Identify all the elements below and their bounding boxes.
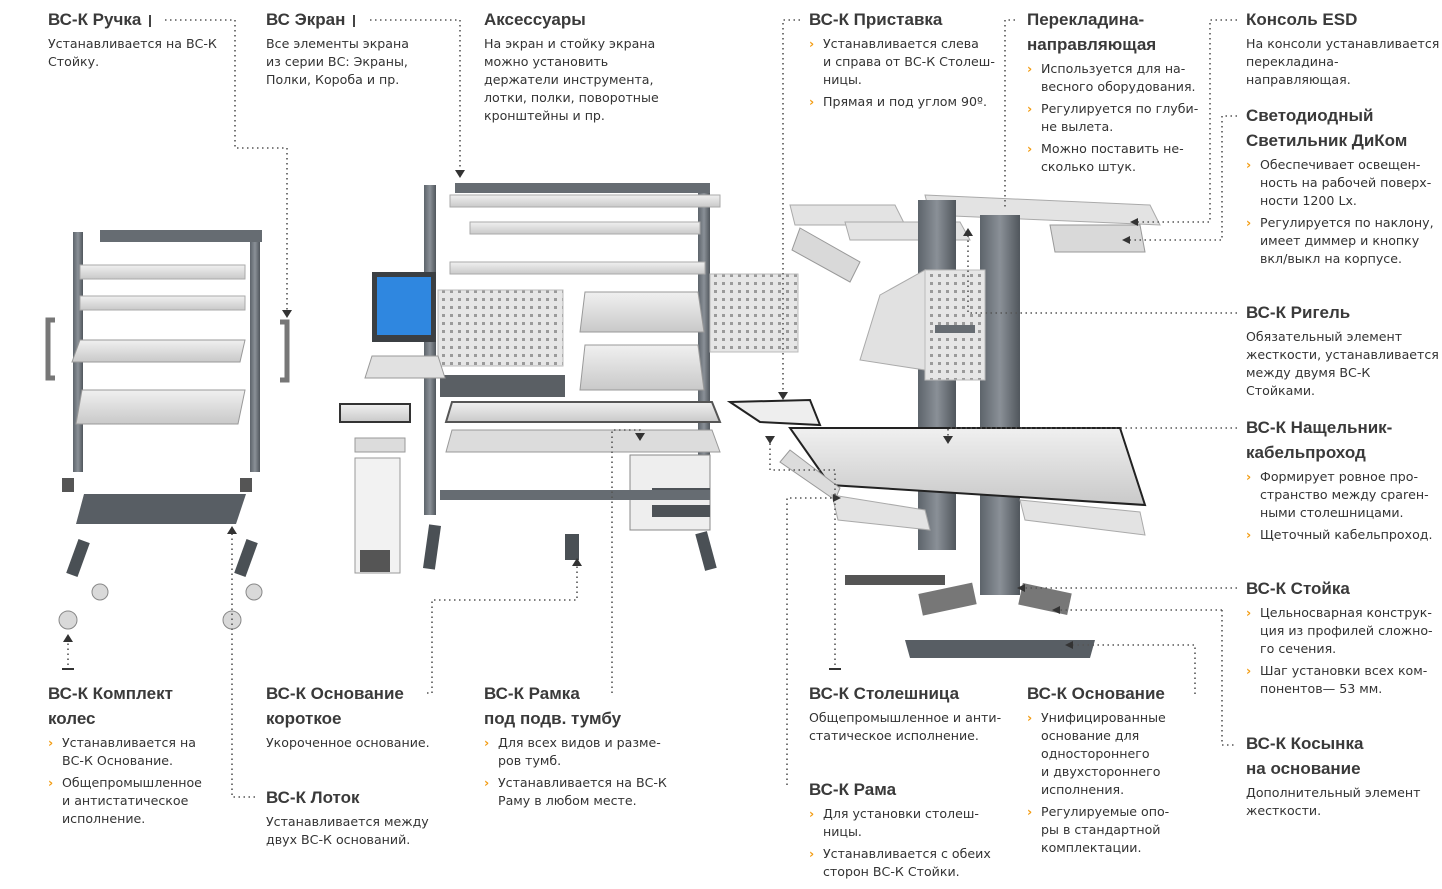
label-nashchelnik-bullets: ›Формирует ровное про- странство между с… <box>1246 468 1440 544</box>
bullet-item: ›Для всех видов и разме- ров тумб. <box>484 735 661 768</box>
label-pristavka: ВС-К Приставка ›Устанавливается слева и … <box>809 7 1009 115</box>
label-ramka-title: ВС-К Рамка под подв. тумбу <box>484 684 622 728</box>
label-osnovanie-korotkoe-title: ВС-К Основание короткое <box>266 684 404 728</box>
label-kosynka: ВС-К Косынка на основание Дополнительный… <box>1246 731 1440 820</box>
label-osnovanie-korotkoe-desc: Укороченное основание. <box>266 735 430 750</box>
bullet-item: ›Обеспечивает освещен- ность на рабочей … <box>1246 157 1432 208</box>
bullet-item: ›Для установки столеш- ницы. <box>809 806 979 839</box>
label-ruchka-desc: Устанавливается на ВС-К Стойку. <box>48 36 217 69</box>
label-konsol-title: Консоль ESD <box>1246 10 1358 29</box>
label-kolesa: ВС-К Комплект колес ›Устанавливается на … <box>48 681 238 832</box>
label-rigel-desc: Обязательный элемент жесткости, устанавл… <box>1246 329 1439 398</box>
label-kolesa-bullets: ›Устанавливается на ВС-К Основание. ›Общ… <box>48 734 238 828</box>
bullet-item: ›Устанавливается на ВС-К Основание. <box>48 735 196 768</box>
label-ramka: ВС-К Рамка под подв. тумбу ›Для всех вид… <box>484 681 684 814</box>
label-ramka-bullets: ›Для всех видов и разме- ров тумб. ›Уста… <box>484 734 684 810</box>
bullet-item: ›Щеточный кабельпроход. <box>1246 527 1433 542</box>
label-stoyka: ВС-К Стойка ›Цельносварная конструк- ция… <box>1246 576 1440 702</box>
label-lotok-title: ВС-К Лоток <box>266 788 360 807</box>
bullet-item: ›Устанавливается на ВС-К Раму в любом ме… <box>484 775 667 808</box>
label-ruchka: ВС-К Ручка Устанавливается на ВС-К Стойк… <box>48 7 238 71</box>
label-konsol-desc: На консоли устанавливается перекладина-н… <box>1246 36 1440 87</box>
label-perekladina: Перекладина- направляющая ›Используется … <box>1027 7 1217 180</box>
label-osnovanie-korotkoe: ВС-К Основание короткое Укороченное осно… <box>266 681 466 752</box>
bullet-item: ›Цельносварная конструк- ция из профилей… <box>1246 605 1433 656</box>
leader-lines <box>67 19 1237 798</box>
label-aksessuary: Аксессуары На экран и стойку экрана можн… <box>484 7 704 125</box>
label-perekladina-bullets: ›Используется для на- весного оборудован… <box>1027 60 1217 176</box>
label-kolesa-title: ВС-К Комплект колес <box>48 684 173 728</box>
label-stoleshnitsa-desc: Общепромышленное и анти- статическое исп… <box>809 710 1002 743</box>
label-rigel: ВС-К Ригель Обязательный элемент жесткос… <box>1246 300 1440 400</box>
bullet-item: ›Регулируется по наклону, имеет диммер и… <box>1246 215 1434 266</box>
bullet-item: ›Общепромышленное и антистатическое испо… <box>48 775 202 826</box>
label-rigel-title: ВС-К Ригель <box>1246 303 1351 322</box>
label-osnovanie-bullets: ›Унифицированные основание для односторо… <box>1027 709 1202 857</box>
center-workbench <box>339 183 799 574</box>
label-stoleshnitsa: ВС-К Столешница Общепромышленное и анти-… <box>809 681 1009 745</box>
bullet-item: ›Используется для на- весного оборудован… <box>1027 61 1196 94</box>
bullet-item: ›Формирует ровное про- странство между с… <box>1246 469 1429 520</box>
label-ekran: ВС Экран Все элементы экрана из серии ВС… <box>266 7 456 89</box>
label-stoyka-title: ВС-К Стойка <box>1246 579 1350 598</box>
label-aksessuary-title: Аксессуары <box>484 10 586 29</box>
label-osnovanie-title: ВС-К Основание <box>1027 684 1165 703</box>
bullet-item: ›Прямая и под углом 90º. <box>809 94 987 109</box>
bullet-item: ›Устанавливается слева и справа от ВС-К … <box>809 36 995 87</box>
label-lotok: ВС-К Лоток Устанавливается между двух ВС… <box>266 785 466 849</box>
label-rama-title: ВС-К Рама <box>809 780 897 799</box>
bullet-item: ›Регулируется по глуби- не вылета. <box>1027 101 1199 134</box>
label-svetilnik-bullets: ›Обеспечивает освещен- ность на рабочей … <box>1246 156 1440 268</box>
label-osnovanie: ВС-К Основание ›Унифицированные основани… <box>1027 681 1202 861</box>
bullet-item: ›Можно поставить не- сколько штук. <box>1027 141 1184 174</box>
label-svetilnik: Светодиодный Светильник ДиКом ›Обеспечив… <box>1246 103 1440 272</box>
label-pristavka-bullets: ›Устанавливается слева и справа от ВС-К … <box>809 35 1009 111</box>
label-kosynka-desc: Дополнительный элемент жесткости. <box>1246 785 1421 818</box>
label-konsol: Консоль ESD На консоли устанавливается п… <box>1246 7 1440 89</box>
label-rama: ВС-К Рама ›Для установки столеш- ницы. ›… <box>809 777 1009 885</box>
label-ekran-title: ВС Экран <box>266 7 456 32</box>
label-rama-bullets: ›Для установки столеш- ницы. ›Устанавлив… <box>809 805 1009 881</box>
label-nashchelnik-title: ВС-К Нащельник- кабельпроход <box>1246 418 1393 462</box>
left-stand <box>45 230 290 630</box>
label-kosynka-title: ВС-К Косынка на основание <box>1246 734 1364 778</box>
arrow-heads <box>62 170 1138 670</box>
label-svetilnik-title: Светодиодный Светильник ДиКом <box>1246 106 1408 150</box>
label-stoleshnitsa-title: ВС-К Столешница <box>809 684 960 703</box>
label-nashchelnik: ВС-К Нащельник- кабельпроход ›Формирует … <box>1246 415 1440 548</box>
right-workbench <box>726 194 1161 658</box>
label-ekran-desc: Все элементы экрана из серии ВС: Экраны,… <box>266 36 409 87</box>
bullet-item: ›Регулируемые опо- ры в стандартной комп… <box>1027 804 1170 855</box>
label-aksessuary-desc: На экран и стойку экрана можно установит… <box>484 36 659 123</box>
bullet-item: ›Шаг установки всех ком- понентов— 53 мм… <box>1246 663 1428 696</box>
label-ruchka-title: ВС-К Ручка <box>48 7 238 32</box>
label-perekladina-title: Перекладина- направляющая <box>1027 10 1157 54</box>
label-pristavka-title: ВС-К Приставка <box>809 10 943 29</box>
bullet-item: ›Устанавливается с обеих сторон ВС-К Сто… <box>809 846 991 879</box>
label-stoyka-bullets: ›Цельносварная конструк- ция из профилей… <box>1246 604 1440 698</box>
bullet-item: ›Унифицированные основание для односторо… <box>1027 710 1166 797</box>
label-lotok-desc: Устанавливается между двух ВС-К основани… <box>266 814 429 847</box>
